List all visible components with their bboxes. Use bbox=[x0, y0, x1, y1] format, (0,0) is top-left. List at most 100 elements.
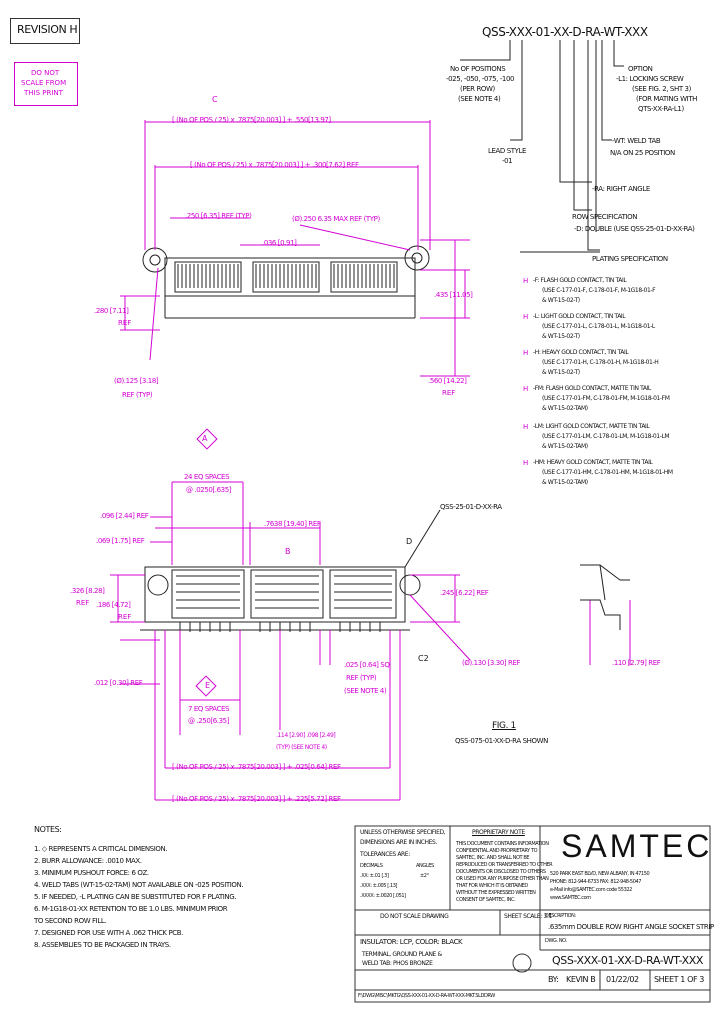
positions-title: No OF POSITIONS bbox=[450, 65, 506, 73]
option-mating: (FOR MATING WITH bbox=[636, 95, 697, 103]
proprietary-line-6: OR USED FOR ANY PURPOSE OTHER THAN bbox=[456, 876, 549, 882]
proprietary-line-2: CONFIDENTIAL AND PROPRIETARY TO bbox=[456, 848, 538, 854]
address-line-3: e-Mail info@SAMTEC.com code 55322 bbox=[550, 887, 632, 893]
dim-280: .280 [7.11] bbox=[94, 307, 129, 315]
lead-style-title: LEAD STYLE bbox=[488, 147, 527, 155]
part-number-header: QSS-XXX-01-XX-D-RA-WT-XXX bbox=[482, 25, 648, 39]
plating-3-line-3: & WT-15-02-T) bbox=[542, 369, 580, 376]
dim-280-ref: REF bbox=[118, 319, 132, 327]
proprietary-line-4: REPRODUCED OR TRANSFERRED TO OTHER bbox=[456, 862, 553, 868]
unless-line-3: TOLERANCES ARE: bbox=[360, 851, 410, 858]
date-value: 01/22/02 bbox=[606, 975, 639, 984]
plating-5-line-1: -LM: LIGHT GOLD CONTACT, MATTE TIN TAIL bbox=[533, 423, 650, 430]
dim-a-label: A bbox=[202, 434, 208, 443]
file-path: F:\DWG\MISC\MKTG\QSS-XXX-01-XX-D-RA-WT-X… bbox=[358, 993, 495, 999]
dim-326-ref: REF bbox=[76, 599, 90, 607]
dim-096: .096 [2.44] REF bbox=[100, 512, 149, 520]
dim-hole-125-ref: REF (TYP) bbox=[122, 391, 153, 399]
do-not-scale-line-1: DO NOT bbox=[31, 69, 60, 77]
do-not-scale-box bbox=[14, 62, 78, 106]
plating-4-line-2: (USE C-177-01-FM, C-178-01-FM, M-1G18-01… bbox=[542, 395, 670, 402]
plating-1-line-3: & WT-15-02-T) bbox=[542, 297, 580, 304]
dim-435: .435 [11.05] bbox=[434, 291, 473, 299]
plating-3-line-2: (USE C-177-01-H, C-178-01-H, M-1G18-01-H bbox=[542, 359, 659, 366]
dim-245: .245 [6.22] REF bbox=[440, 589, 489, 597]
plating-2-line-1: -L: LIGHT GOLD CONTACT, TIN TAIL bbox=[533, 313, 626, 320]
plating-2-line-2: (USE C-177-01-L, C-178-01-L, M-1G18-01-L bbox=[542, 323, 655, 330]
dim-hole-130: (Ø).130 [3.30] REF bbox=[462, 659, 521, 667]
note-6: 6. M-1G18-01-XX RETENTION TO BE 1.0 LBS.… bbox=[34, 905, 228, 913]
dwg-no-label: DWG. NO. bbox=[545, 938, 567, 944]
weld-tab-note: N/A ON 25 POSITION bbox=[610, 149, 675, 157]
do-not-scale-line-2: SCALE FROM bbox=[21, 79, 67, 87]
note-3: 3. MINIMUM PUSHOUT FORCE: 6 OZ. bbox=[34, 869, 149, 877]
plating-6-line-2: (USE C-177-01-HM, C-178-01-HM, M-1G18-01… bbox=[542, 469, 673, 476]
dim-24-eq-value: @ .0250[.635] bbox=[186, 486, 232, 494]
dim-c-label: C bbox=[212, 95, 218, 104]
dim-bottom-1: [ (No OF POS / 25) x .7875[20.003] ] + .… bbox=[172, 763, 341, 771]
address-line-2: PHONE: 812-944-6733 FAX: 812-948-5047 bbox=[550, 879, 642, 885]
dim-560-ref: REF bbox=[442, 389, 456, 397]
plating-title: PLATING SPECIFICATION bbox=[592, 255, 668, 263]
dim-114: .114 [2.90] .098 [2.49] bbox=[276, 732, 336, 739]
option-qts: QTS-XX-RA-L1) bbox=[638, 105, 684, 113]
dim-025-note: (SEE NOTE 4) bbox=[344, 687, 387, 695]
sheet-value: SHEET 1 OF 3 bbox=[654, 975, 704, 984]
note-6b: TO SECOND ROW FILL. bbox=[34, 917, 107, 925]
dim-025-sq: .025 [0.64] SQ bbox=[344, 661, 390, 669]
dim-bottom-2: [ (No OF POS / 25) x .7875[20.003] ] + .… bbox=[172, 795, 341, 803]
lead-style-value: -01 bbox=[502, 157, 513, 165]
tol-right-2: ±2° bbox=[420, 873, 429, 879]
dim-012: .012 [0.30] REF bbox=[94, 679, 143, 687]
option-title: OPTION bbox=[628, 65, 653, 73]
do-not-scale-line-3: THIS PRINT bbox=[24, 89, 63, 97]
dim-7-eq-spaces: 7 EQ SPACES bbox=[188, 705, 230, 713]
positions-per-row: (PER ROW) bbox=[460, 85, 495, 93]
proprietary-line-1: THIS DOCUMENT CONTAINS INFORMATION bbox=[456, 841, 549, 847]
address-line-4: www.SAMTEC.com bbox=[550, 895, 591, 901]
sheet-scale: SHEET SCALE: 3:1 bbox=[504, 913, 552, 920]
dim-326: .326 [8.28] bbox=[70, 587, 105, 595]
tol-left-1: DECIMALS bbox=[360, 863, 383, 869]
plating-2-line-3: & WT-15-02-T) bbox=[542, 333, 580, 340]
dim-overall: [ (No OF POS / 25) x .7875[20.003] ] + .… bbox=[172, 116, 331, 124]
positions-values: -025, -050, -075, -100 bbox=[446, 75, 515, 83]
terminal-line-2: WELD TAB: PHOS BRONZE bbox=[362, 960, 433, 967]
by-value: KEVIN B bbox=[566, 975, 596, 984]
address-line-1: 520 PARK EAST BLVD, NEW ALBANY, IN 47150 bbox=[550, 871, 650, 877]
description-label: DESCRIPTION: bbox=[545, 913, 576, 919]
proprietary-line-9: CONSENT OF SAMTEC, INC. bbox=[456, 897, 516, 903]
tol-right-1: ANGLES bbox=[416, 863, 434, 869]
dim-b-label: B bbox=[285, 547, 291, 556]
dim-7-eq-value: @ .250[6.35] bbox=[188, 717, 230, 725]
dim-hole-125: (Ø).125 [3.18] bbox=[114, 377, 159, 385]
plating-rev-6: H bbox=[523, 459, 529, 467]
by-label: BY: bbox=[548, 975, 559, 984]
dim-d-label: D bbox=[406, 537, 413, 546]
insulator: INSULATOR: LCP, COLOR: BLACK bbox=[360, 938, 463, 946]
plating-rev-2: H bbox=[523, 313, 529, 321]
notes-title: NOTES: bbox=[34, 825, 62, 834]
note-7: 7. DESIGNED FOR USE WITH A .062 THICK PC… bbox=[34, 929, 183, 937]
unless-line-2: DIMENSIONS ARE IN INCHES. bbox=[360, 839, 437, 846]
do-not-scale-drawing: DO NOT SCALE DRAWING bbox=[380, 913, 449, 920]
weld-tab-title: -WT: WELD TAB bbox=[612, 137, 661, 145]
note-2: 2. BURR ALLOWANCE: .0010 MAX. bbox=[34, 857, 142, 865]
proprietary-line-3: SAMTEC, INC. AND SHALL NOT BE bbox=[456, 855, 530, 861]
dim-110: .110 [2.79] REF bbox=[612, 659, 661, 667]
dim-186: .186 [4.72] bbox=[96, 601, 131, 609]
unless-line-1: UNLESS OTHERWISE SPECIFIED, bbox=[360, 829, 446, 836]
description: .635mm DOUBLE ROW RIGHT ANGLE SOCKET STR… bbox=[548, 923, 714, 931]
plating-5-line-3: & WT-15-02-TAM) bbox=[542, 443, 588, 450]
plating-rev-3: H bbox=[523, 349, 529, 357]
dim-186-ref: REF bbox=[118, 613, 132, 621]
plating-6-line-3: & WT-15-02-TAM) bbox=[542, 479, 588, 486]
tol-left-4: .XXXX: ±.0020 [.051] bbox=[360, 893, 406, 899]
revision-box bbox=[10, 18, 80, 44]
dim-114-note: (TYP) (SEE NOTE 4) bbox=[276, 744, 327, 751]
option-l1: -L1: LOCKING SCREW bbox=[616, 75, 684, 83]
dim-24-eq-spaces: 24 EQ SPACES bbox=[184, 473, 230, 481]
note-8: 8. ASSEMBLIES TO BE PACKAGED IN TRAYS. bbox=[34, 941, 171, 949]
plating-4-line-3: & WT-15-02-TAM) bbox=[542, 405, 588, 412]
